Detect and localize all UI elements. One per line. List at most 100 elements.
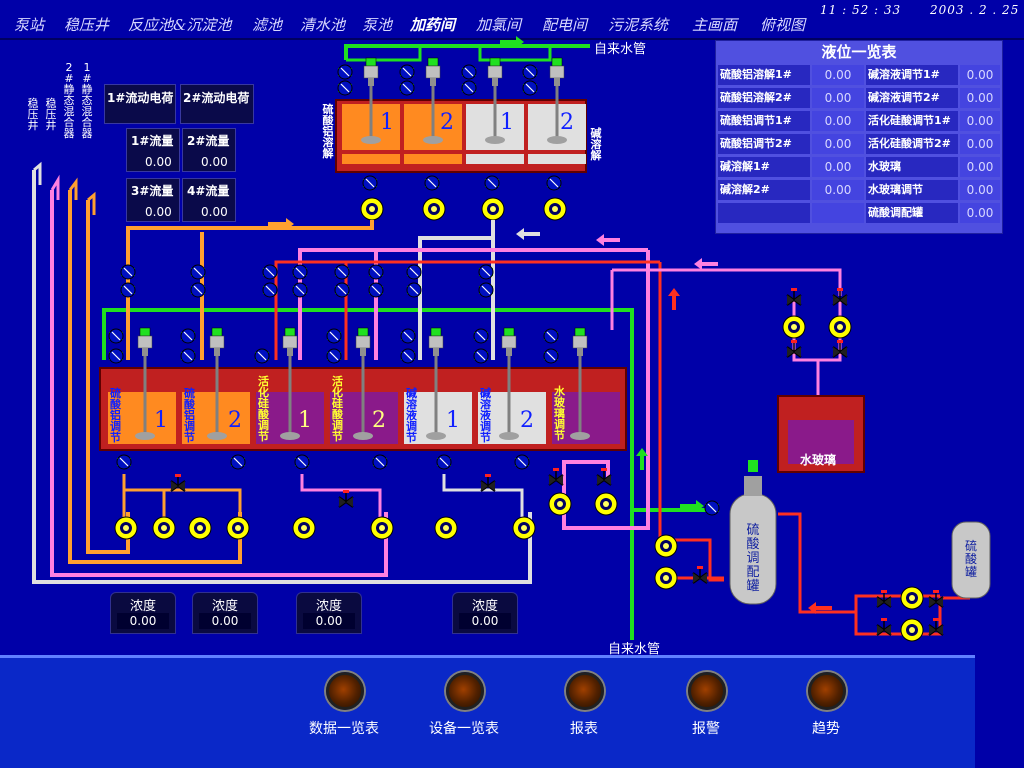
level-row-label: 碱溶解1# [718, 157, 810, 177]
level-row-label: 硫酸铝溶解2# [718, 88, 810, 108]
device-overview-button[interactable] [446, 672, 484, 710]
nav-top-view[interactable]: 俯视图 [760, 16, 806, 34]
mid-tank-number: 1 [154, 408, 168, 433]
label-stabilizing-well: 稳压井 [27, 97, 39, 132]
concentration-label: 浓度 [471, 599, 498, 614]
flow-3-panel: 3#流量 0.00 [126, 178, 180, 222]
concentration-panel: 浓度 0.00 [296, 592, 362, 634]
level-row-value: 0.00 [812, 111, 864, 131]
nav-clear-water[interactable]: 清水池 [300, 16, 346, 34]
concentration-label: 浓度 [315, 599, 342, 614]
top-tank-right-label: 碱溶解 [590, 127, 602, 162]
mid-tank-label: 硫酸铝调节 [184, 387, 195, 444]
nav-stabilizing-well[interactable]: 稳压井 [64, 16, 110, 34]
top-nav-bar: 泵站 稳压井 反应池&沉淀池 滤池 清水池 泵池 加药间 加氯间 配电间 污泥系… [0, 0, 1024, 40]
level-row-label: 硫酸调配罐 [866, 203, 958, 223]
top-tank-number: 1 [500, 110, 514, 135]
level-row-value: 0.00 [960, 88, 1000, 108]
flow-4-value: 0.00 [201, 205, 228, 219]
mid-tank-label: 碱溶液调节 [406, 387, 417, 444]
level-row-label: 活化硅酸调节1# [866, 111, 958, 131]
concentration-value: 0.00 [459, 613, 511, 629]
level-row-value: 0.00 [960, 203, 1000, 223]
flow-1-label: 1#流量 [131, 134, 174, 148]
flow-load-2-label: 2#流动电荷 [183, 91, 250, 105]
flow-load-1-panel: 1#流动电荷 [104, 84, 176, 124]
nav-power-room[interactable]: 配电间 [542, 16, 588, 34]
water-main-label-top: 自来水管 [594, 42, 647, 57]
sulfuric-mix-tank-label: 硫酸调配罐 [746, 523, 760, 594]
data-overview-label[interactable]: 数据一览表 [309, 721, 379, 737]
nav-pump-station[interactable]: 泵站 [14, 16, 45, 34]
flow-3-label: 3#流量 [131, 184, 174, 198]
level-row-label: 碱溶液调节1# [866, 65, 958, 85]
level-row-label: 水玻璃调节 [866, 180, 958, 200]
trend-button[interactable] [808, 672, 846, 710]
top-tank-number: 1 [380, 110, 394, 135]
flow-3-value: 0.00 [145, 205, 172, 219]
device-overview-label[interactable]: 设备一览表 [429, 721, 499, 737]
top-tank-group [335, 57, 587, 221]
level-row-label: 硫酸铝调节1# [718, 111, 810, 131]
bottom-button-bar [0, 655, 975, 768]
mid-tank-number: 2 [520, 408, 534, 433]
report-button[interactable] [566, 672, 604, 710]
level-row-value: 0.00 [812, 134, 864, 154]
concentration-value: 0.00 [117, 613, 169, 629]
level-row-label [718, 203, 810, 223]
level-row-label: 活化硅酸调节2# [866, 134, 958, 154]
trend-label[interactable]: 趋势 [812, 721, 840, 737]
concentration-panel: 浓度 0.00 [110, 592, 176, 634]
alarm-label[interactable]: 报警 [692, 721, 720, 737]
water-main-label-bottom: 自来水管 [608, 642, 661, 657]
flow-2-panel: 2#流量 0.00 [182, 128, 236, 172]
level-row-label: 碱溶液调节2# [866, 88, 958, 108]
level-row-value [812, 203, 864, 223]
mid-tank-label: 活化硅酸调节 [258, 375, 269, 443]
mid-tank-label: 活化硅酸调节 [332, 375, 343, 443]
nav-sludge-system[interactable]: 污泥系统 [608, 16, 669, 34]
middle-tank-group [99, 264, 627, 451]
nav-filter[interactable]: 滤池 [252, 16, 283, 34]
flow-load-2-panel: 2#流动电荷 [180, 84, 254, 124]
level-row-value: 0.00 [812, 88, 864, 108]
flow-2-label: 2#流量 [187, 134, 230, 148]
nav-chlorination[interactable]: 加氯间 [476, 16, 522, 34]
nav-reaction-sedimentation[interactable]: 反应池&沉淀池 [128, 16, 232, 34]
nav-pump-pool[interactable]: 泵池 [362, 16, 393, 34]
clock-date: 2003 . 2 . 25 [930, 3, 1020, 17]
water-main-pipe [102, 36, 710, 640]
flow-4-panel: 4#流量 0.00 [182, 178, 236, 222]
mid-tank-number: 1 [446, 408, 460, 433]
level-row-value: 0.00 [812, 180, 864, 200]
alarm-button[interactable] [688, 672, 726, 710]
label-static-mixer-2: 2#静态混合器 [63, 61, 75, 140]
top-tank-left-label: 硫酸铝溶解 [322, 103, 334, 160]
flow-1-value: 0.00 [145, 155, 172, 169]
flow-load-1-label: 1#流动电荷 [107, 91, 174, 105]
clock-time: 11 : 52 : 33 [820, 3, 902, 17]
mid-tank-number: 1 [298, 408, 312, 433]
level-row-value: 0.00 [960, 180, 1000, 200]
level-row-label: 硫酸铝溶解1# [718, 65, 810, 85]
report-label[interactable]: 报表 [570, 721, 598, 737]
mid-tank-number: 2 [372, 408, 386, 433]
level-table: 液位一览表 硫酸铝溶解1# 0.00 碱溶液调节1# 0.00 硫酸铝溶解2# … [715, 40, 1003, 234]
top-tank-number: 2 [560, 110, 574, 135]
level-row-value: 0.00 [812, 65, 864, 85]
sulfuric-acid-section [654, 460, 991, 642]
label-static-mixer-1: 1#静态混合器 [81, 61, 93, 140]
nav-main-screen[interactable]: 主画面 [692, 16, 738, 34]
level-row-value: 0.00 [812, 157, 864, 177]
mid-tank-number: 2 [228, 408, 242, 433]
water-glass-label: 水玻璃 [800, 453, 837, 467]
level-row-label: 硫酸铝调节2# [718, 134, 810, 154]
nav-dosing-room[interactable]: 加药间 [410, 16, 456, 34]
level-row-value: 0.00 [960, 111, 1000, 131]
water-glass-tank [777, 287, 865, 473]
data-overview-button[interactable] [326, 672, 364, 710]
concentration-value: 0.00 [199, 613, 251, 629]
level-row-value: 0.00 [960, 65, 1000, 85]
flow-4-label: 4#流量 [187, 184, 230, 198]
